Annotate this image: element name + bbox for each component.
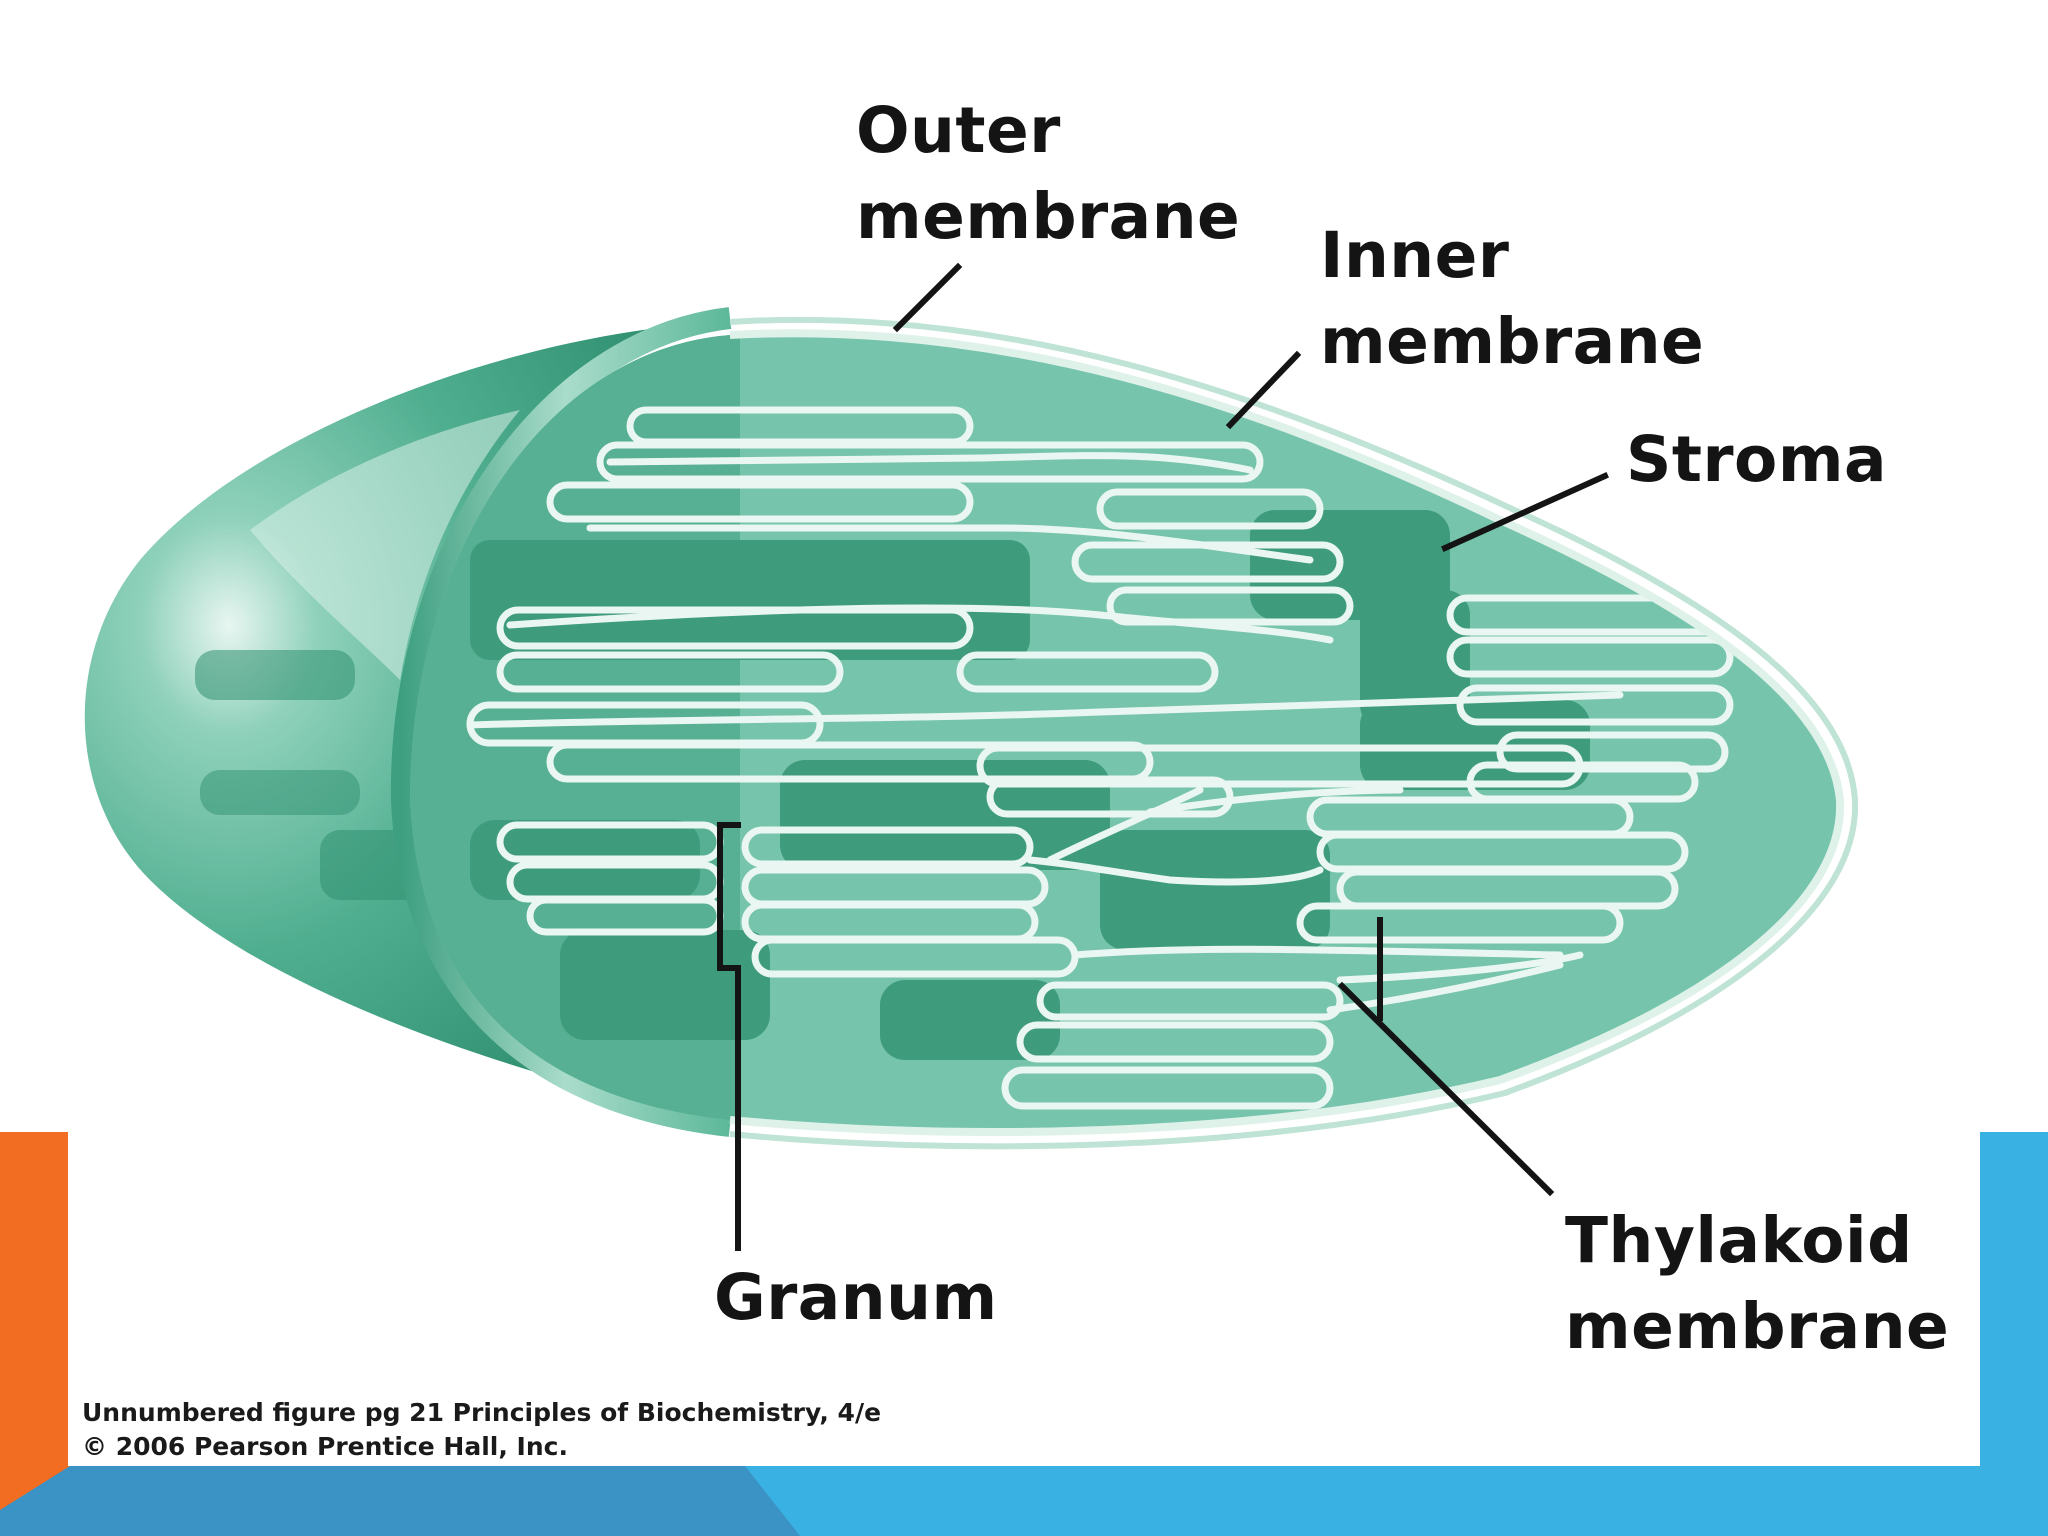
thylakoid-disc-5 (1071, 541, 1344, 583)
figure-caption-line2: © 2006 Pearson Prentice Hall, Inc. (82, 1432, 568, 1461)
thylakoid-disc-3 (546, 481, 974, 523)
accent-bar-orange-corner (0, 1466, 70, 1510)
stroma-label: Stroma (1626, 417, 1887, 503)
thylakoid-disc-8 (496, 651, 844, 693)
thylakoid-disc-6 (1106, 586, 1354, 626)
thylakoid-disc-15 (1456, 684, 1734, 726)
stroma-lamella-4 (466, 691, 1624, 729)
thylakoid-disc-16 (1496, 731, 1729, 773)
stroma-lamella-8 (1071, 945, 1564, 959)
granum-label: Granum (714, 1255, 998, 1341)
thylakoid-disc-30 (1036, 981, 1344, 1021)
stroma-label-text: Stroma (1626, 423, 1887, 496)
stroma-lamella-1 (606, 452, 1254, 474)
granum-stack-4 (1360, 590, 1470, 730)
stroma-lamella-5 (1146, 786, 1404, 816)
granum-stack-9 (880, 980, 1060, 1060)
thylakoid-disc-11 (546, 741, 1154, 783)
outer-membrane-label: Outer membrane (856, 88, 1240, 259)
inner-membrane-label-line1: Inner (1320, 219, 1510, 292)
thylakoid-disc-14 (1446, 636, 1734, 678)
thylakoid-disc-22 (1296, 902, 1624, 944)
thylakoid-disc-32 (1001, 1066, 1334, 1110)
granum-bracket (717, 822, 741, 971)
leader-stroma (1441, 472, 1609, 552)
outer-membrane-label-line2: membrane (856, 179, 1241, 253)
thylakoid-membrane-label-line2: membrane (1565, 1289, 1950, 1363)
stroma-lamella-3 (506, 604, 1334, 644)
right-blue-accent-bar (1980, 1132, 2048, 1466)
figure-caption-line1: Unnumbered figure pg 21 Principles of Bi… (82, 1398, 882, 1427)
granum-stack-7 (1100, 830, 1330, 950)
inner-membrane-outline (729, 329, 1845, 1136)
leader-outer-membrane (892, 262, 963, 333)
outer-membrane-outline (729, 316, 1859, 1150)
thylakoid-disc-18 (986, 776, 1234, 818)
granum-stack-2 (780, 555, 1010, 645)
stroma-lamella-10 (1326, 961, 1564, 1014)
granum-label-text: Granum (714, 1261, 998, 1334)
body-granum-shadow-2 (200, 770, 360, 815)
stroma-lamella-6 (1046, 786, 1204, 864)
inner-membrane-label: Inner membrane (1320, 213, 1704, 384)
stroma-lamella-7 (1026, 856, 1324, 886)
bottom-accent-bar (0, 1466, 2048, 1536)
leader-thylakoid-diagonal (1337, 981, 1555, 1197)
inner-membrane-label-line2: membrane (1320, 304, 1705, 378)
membrane-highlight (250, 410, 520, 680)
thylakoid-membranes (466, 406, 1744, 1110)
accent-bar-dark-blue (0, 1466, 800, 1536)
thylakoid-disc-2 (596, 441, 1264, 483)
cut-surface-rim (390, 307, 732, 1137)
thylakoid-membrane-label: Thylakoid membrane (1565, 1198, 1949, 1369)
leader-inner-membrane (1225, 350, 1302, 430)
thylakoid-disc-31 (1016, 1021, 1334, 1063)
stroma-lamella-2 (586, 524, 1314, 564)
thylakoid-disc-26 (741, 826, 1034, 868)
thylakoid-disc-4 (1096, 488, 1324, 530)
thylakoid-membrane-label-line1: Thylakoid (1565, 1204, 1913, 1277)
thylakoid-disc-7 (496, 606, 974, 650)
leader-lines (717, 262, 1609, 1251)
left-orange-accent-bar (0, 1132, 68, 1466)
thylakoid-disc-9 (956, 651, 1219, 693)
figure-caption: Unnumbered figure pg 21 Principles of Bi… (82, 1396, 881, 1464)
body-granum-shadow-1 (195, 650, 355, 700)
outer-membrane-label-line1: Outer (856, 94, 1061, 167)
